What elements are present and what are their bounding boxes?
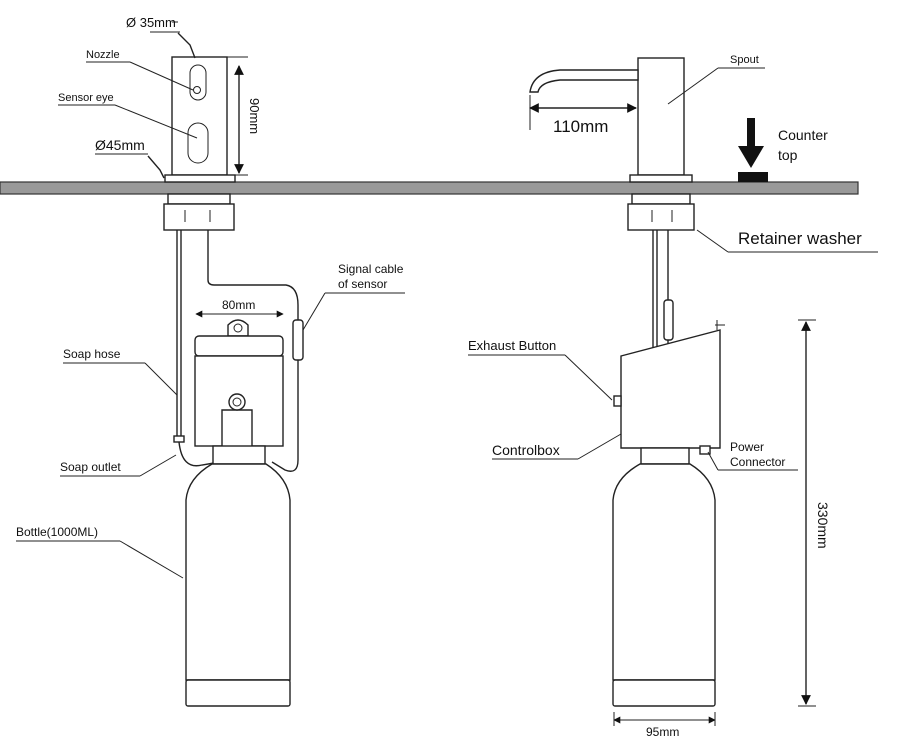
right-retainer xyxy=(627,193,695,231)
dim-45-label: Ø45mm xyxy=(95,137,145,153)
left-bottle xyxy=(185,463,291,707)
dim-95-label: 95mm xyxy=(646,725,679,739)
label-spout: Spout xyxy=(730,54,759,66)
label-soap-hose: Soap hose xyxy=(63,347,121,361)
label-signal-cable-2: of sensor xyxy=(338,277,387,291)
right-bottle xyxy=(612,463,716,707)
dim-90-label: 90mm xyxy=(247,98,262,134)
sensor-head xyxy=(164,56,236,183)
label-power-2: Connector xyxy=(730,455,785,469)
spout-body xyxy=(529,57,693,183)
signal-cable xyxy=(207,230,299,320)
left-retainer xyxy=(163,193,235,231)
dim-330-label: 330mm xyxy=(815,502,831,549)
counter-top-slab xyxy=(0,181,859,195)
label-exhaust: Exhaust Button xyxy=(468,338,556,353)
label-controlbox: Controlbox xyxy=(492,442,560,458)
dim-35-label: Ø 35mm xyxy=(126,15,176,30)
label-counter-2: top xyxy=(778,147,798,163)
dim-80-label: 80mm xyxy=(222,298,255,312)
label-counter-1: Counter xyxy=(778,127,828,143)
left-controlbox xyxy=(194,319,284,447)
dim-110-label: 110mm xyxy=(553,117,608,136)
label-nozzle: Nozzle xyxy=(86,49,120,61)
counter-top-arrow xyxy=(738,118,768,182)
label-retainer: Retainer washer xyxy=(738,229,862,248)
label-power-1: Power xyxy=(730,440,764,454)
label-sensor-eye: Sensor eye xyxy=(58,92,114,104)
dim-35-arrow xyxy=(177,32,196,59)
left-pump-neck xyxy=(212,445,266,465)
label-soap-outlet: Soap outlet xyxy=(60,460,121,474)
label-bottle: Bottle(1000ML) xyxy=(16,525,98,539)
label-signal-cable-1: Signal cable xyxy=(338,262,404,276)
right-controlbox xyxy=(613,320,725,455)
dim-45-arrow xyxy=(147,155,165,179)
